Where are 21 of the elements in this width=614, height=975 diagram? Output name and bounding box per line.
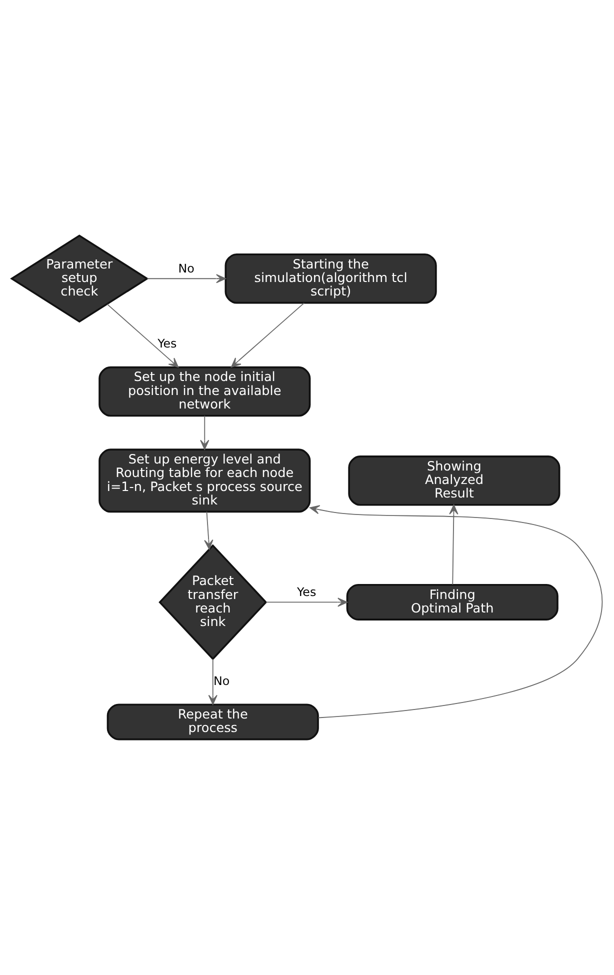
arrow	[449, 504, 458, 586]
node-diamond: Packet transfer reach sink	[158, 544, 268, 660]
arrow	[204, 511, 214, 550]
arrow	[266, 598, 348, 607]
node-box: Set up the node initial position in the available network	[98, 366, 311, 417]
node-box: Repeat the process	[106, 704, 319, 740]
arrow	[106, 304, 179, 368]
node-diamond: Parameter setup check	[10, 234, 149, 323]
edge-label: Yes	[158, 336, 177, 351]
node-box: Starting the simulation(algorithm tcl script)	[224, 253, 437, 304]
node-box: Set up energy level and Routing table for each node i=1-n, Packet s process source sink	[98, 448, 311, 513]
edge-label: Yes	[296, 585, 316, 600]
arrow	[146, 274, 226, 284]
edge-label: No	[178, 262, 194, 276]
node-box: Finding Optimal Path	[346, 584, 558, 620]
node-box: Showing Analyzed Result	[348, 456, 560, 506]
edge-label: No	[213, 674, 230, 688]
arrow	[208, 658, 218, 705]
arrow	[200, 415, 210, 450]
arrow	[230, 302, 304, 368]
arrow	[310, 505, 603, 718]
